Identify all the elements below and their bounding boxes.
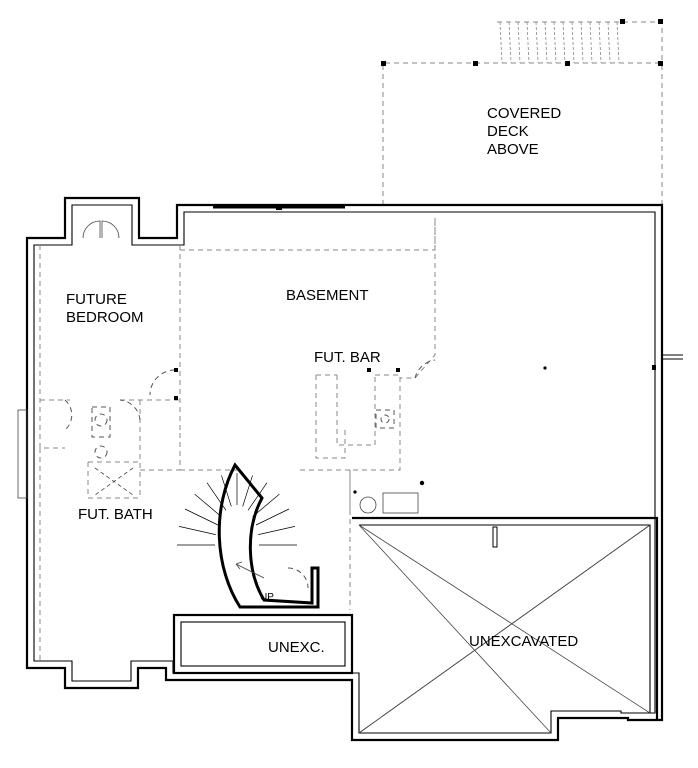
deck-stair-tread (517, 21, 521, 64)
deck-stair-tread (544, 21, 548, 64)
deck-stair-tread (562, 21, 566, 64)
covered-deck-label-2: DECK (487, 123, 529, 140)
foundation-walls (17, 196, 683, 742)
unexc-small-area (172, 613, 354, 675)
deck-stair-tread (526, 21, 530, 64)
deck-stair-tread (571, 21, 575, 64)
deck-stair-tread (589, 21, 593, 64)
stair-tread (255, 508, 290, 526)
interior-partitions (39, 218, 656, 660)
room-labels: COVERED DECK ABOVE FUTURE BEDROOM BASEME… (66, 105, 578, 656)
deck-stair-tread (607, 21, 611, 64)
fut-bar-label: FUT. BAR (314, 349, 381, 366)
unexcavated-area (352, 516, 659, 734)
covered-deck-label-1: COVERED (487, 105, 561, 122)
fut-bath-label: FUT. BATH (78, 506, 153, 523)
deck-stair-tread (598, 21, 602, 64)
deck-stair-tread (580, 21, 584, 64)
stair-tread (247, 482, 268, 511)
deck-stair-tread (508, 21, 512, 64)
deck-stair-tread (553, 21, 557, 64)
basement-label: BASEMENT (286, 287, 369, 304)
unexc-small-label: UNEXC. (268, 639, 325, 656)
covered-deck-label-3: ABOVE (487, 141, 539, 158)
future-bedroom-label-2: BEDROOM (66, 309, 144, 326)
stair-tread (242, 475, 253, 507)
stair-up-label: UP (260, 592, 274, 603)
deck-stair-tread (616, 21, 620, 64)
curved-staircase (177, 462, 320, 609)
future-bedroom-label-1: FUTURE (66, 291, 127, 308)
deck-stair-tread (535, 21, 539, 64)
deck-stair-tread (499, 21, 503, 64)
egress-doors (82, 220, 120, 239)
stair-tread (221, 475, 232, 507)
stair-tread (252, 493, 280, 517)
stair-tread (206, 482, 227, 511)
deck-stair (499, 21, 620, 64)
stair-tread (194, 493, 222, 517)
stair-tread (178, 526, 216, 535)
stair-tread (258, 526, 296, 535)
unexcavated-label: UNEXCAVATED (469, 633, 578, 650)
covered-deck (381, 19, 663, 205)
stair-tread (184, 508, 219, 526)
